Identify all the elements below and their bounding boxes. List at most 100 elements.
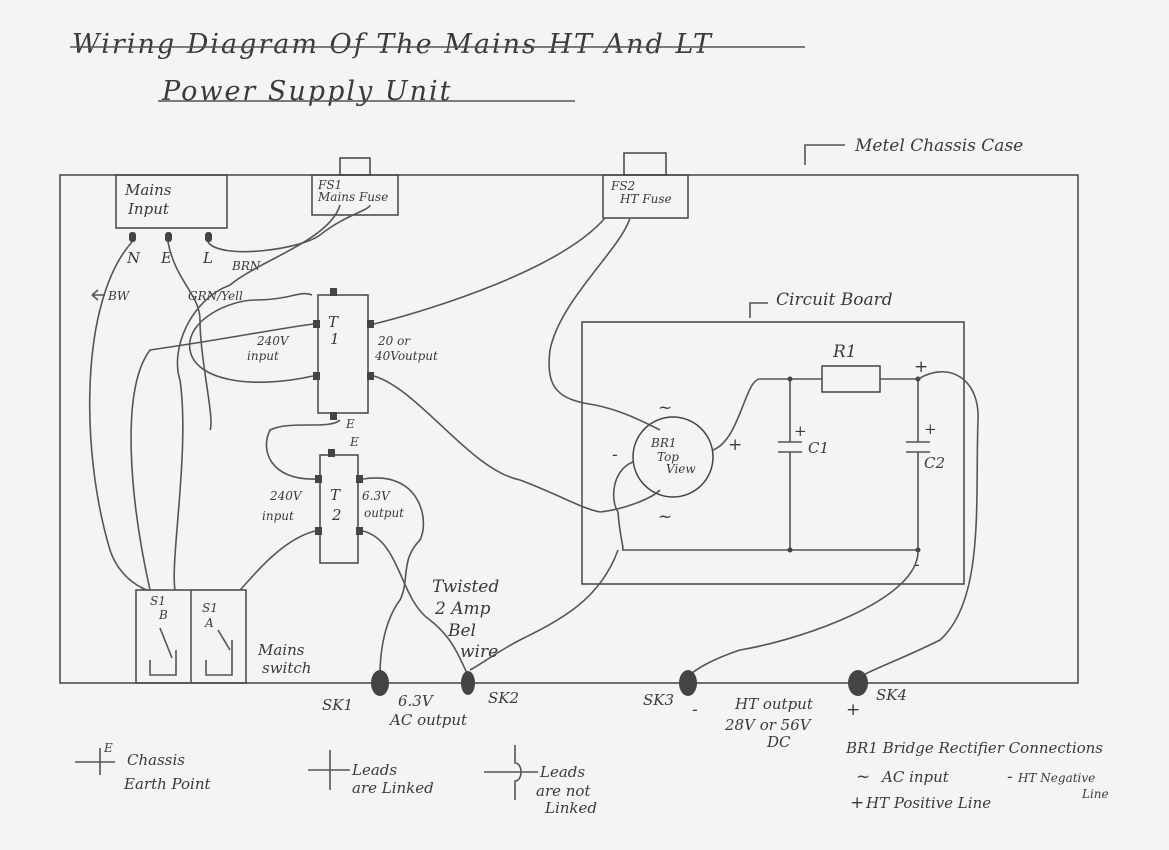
s1b-contact — [149, 627, 177, 676]
mains-n-terminal — [129, 232, 136, 242]
mains-input-box — [115, 174, 228, 229]
r1-label: R1 — [832, 342, 857, 362]
t1-in-top — [313, 320, 320, 328]
s1b-label-1: S1 — [150, 594, 166, 608]
wire-t2-out-a — [362, 477, 425, 676]
wire-sk4 — [857, 370, 979, 679]
s1a-label-2: A — [204, 616, 214, 630]
wire-brn-label: BRN — [231, 259, 261, 273]
legend-ht-negative-1: HT Negative — [1017, 771, 1095, 785]
ac-output-1: 6.3V — [398, 692, 435, 710]
legend-ac-symbol: ~ — [856, 767, 870, 787]
wire-br1-neg — [617, 511, 624, 551]
fs2-label-1: FS2 — [610, 179, 635, 193]
twisted-1: Twisted — [432, 577, 499, 597]
fs1-label-1: FS1 — [317, 178, 342, 192]
t1-output-1: 20 or — [377, 334, 411, 348]
br1-ac-top: ~ — [658, 398, 672, 418]
sk4-plus: + — [846, 700, 860, 720]
br1-label-1: BR1 — [650, 436, 677, 450]
ht-output-2: 28V or 56V — [724, 716, 813, 734]
br1-label-3: View — [666, 462, 696, 476]
legend-ht-positive: HT Positive Line — [865, 794, 991, 812]
c2-plus: + — [924, 420, 937, 438]
sk4-label: SK4 — [876, 686, 907, 704]
t1-box — [317, 294, 369, 414]
t2-out-top — [356, 475, 363, 483]
legend-earth-2: Earth Point — [123, 775, 211, 793]
wire-sk3 — [689, 549, 919, 676]
fs2-box — [602, 174, 689, 219]
t1-output-2: 40Voutput — [374, 349, 438, 363]
sk3-minus: - — [692, 700, 698, 720]
mains-pin-l: L — [202, 249, 213, 267]
t2-output-1: 6.3V — [362, 489, 391, 503]
t2-in-bottom — [315, 527, 322, 535]
c2-label: C2 — [924, 454, 945, 472]
wire-fuse-to-switch — [173, 204, 341, 591]
t2-label-2: 2 — [331, 506, 342, 524]
legend-linked-2: are Linked — [352, 779, 434, 797]
wire-ht-negative — [469, 549, 619, 671]
legend-ac-input: AC input — [880, 768, 950, 786]
t2-earth-mark: E — [349, 435, 359, 449]
br1-negative-wire — [612, 461, 634, 513]
sk1-socket — [371, 670, 389, 696]
legend-earth-mark: E — [103, 741, 113, 755]
c1-neg-node — [787, 547, 793, 553]
c1-label: C1 — [808, 439, 829, 457]
wire-t1-in-a — [130, 323, 314, 591]
t2-in-top — [315, 475, 322, 483]
twisted-4: wire — [460, 642, 498, 662]
br1-positive-wire — [712, 378, 761, 451]
twisted-3: Bel — [447, 621, 476, 641]
circuit-board-label: Circuit Board — [776, 290, 893, 310]
sk3-socket — [679, 670, 697, 696]
switch-label-2: switch — [262, 659, 311, 677]
fs1-label-2: Mains Fuse — [317, 190, 388, 204]
t1-in-bottom — [313, 372, 320, 380]
fs1-cap — [339, 157, 371, 176]
bw-arrow — [91, 289, 105, 301]
legend-neg-symbol: - — [1007, 767, 1013, 787]
title-line-1: Wiring Diagram Of The Mains HT And LT — [72, 29, 713, 60]
t1-tab-top — [330, 288, 337, 296]
sk4-socket — [848, 670, 868, 696]
legend-earth-symbol — [75, 748, 115, 775]
wire-live-brn — [207, 204, 371, 253]
legend-ht-negative-2: Line — [1081, 787, 1109, 801]
mains-input-label-1: Mains — [124, 181, 172, 199]
t1-label-1: T — [328, 313, 339, 331]
fs2-cap — [623, 152, 667, 176]
ht-output-3: DC — [766, 733, 791, 751]
wire-earth — [167, 241, 212, 431]
wire-br1-ac-top — [594, 404, 661, 431]
br1-bridge-rectifier — [632, 416, 714, 498]
sk2-socket — [461, 671, 475, 695]
legend-not-linked-1: Leads — [539, 763, 585, 781]
t1-out-bottom — [367, 372, 374, 380]
board-plus-terminal: + — [914, 357, 928, 377]
t1-input-2: input — [247, 349, 279, 363]
c2-capacitor — [906, 379, 930, 550]
chassis-label: Metel Chassis Case — [854, 136, 1023, 156]
br1-label-2: Top — [657, 450, 679, 464]
t1-input-1: 240V — [256, 334, 290, 348]
sk2-label: SK2 — [488, 689, 519, 707]
wire-t1-out-a — [373, 217, 606, 325]
wire-bw-label: BW — [107, 289, 131, 303]
mains-input-label-2: Input — [127, 200, 170, 218]
t1-out-top — [367, 320, 374, 328]
legend-not-linked-3: Linked — [544, 799, 597, 817]
br1-ac-bottom: ~ — [658, 507, 672, 527]
s1a-label-1: S1 — [202, 601, 218, 615]
mains-pin-e: E — [160, 249, 172, 267]
legend-linked-symbol — [308, 750, 350, 790]
s1a-contact — [205, 629, 233, 676]
legend-linked-1: Leads — [351, 761, 397, 779]
br1-plus: + — [728, 435, 742, 455]
br1-minus: - — [612, 445, 618, 465]
chassis-pointer — [804, 144, 845, 165]
circuit-board-pointer — [749, 302, 768, 318]
r1-resistor — [821, 365, 881, 393]
